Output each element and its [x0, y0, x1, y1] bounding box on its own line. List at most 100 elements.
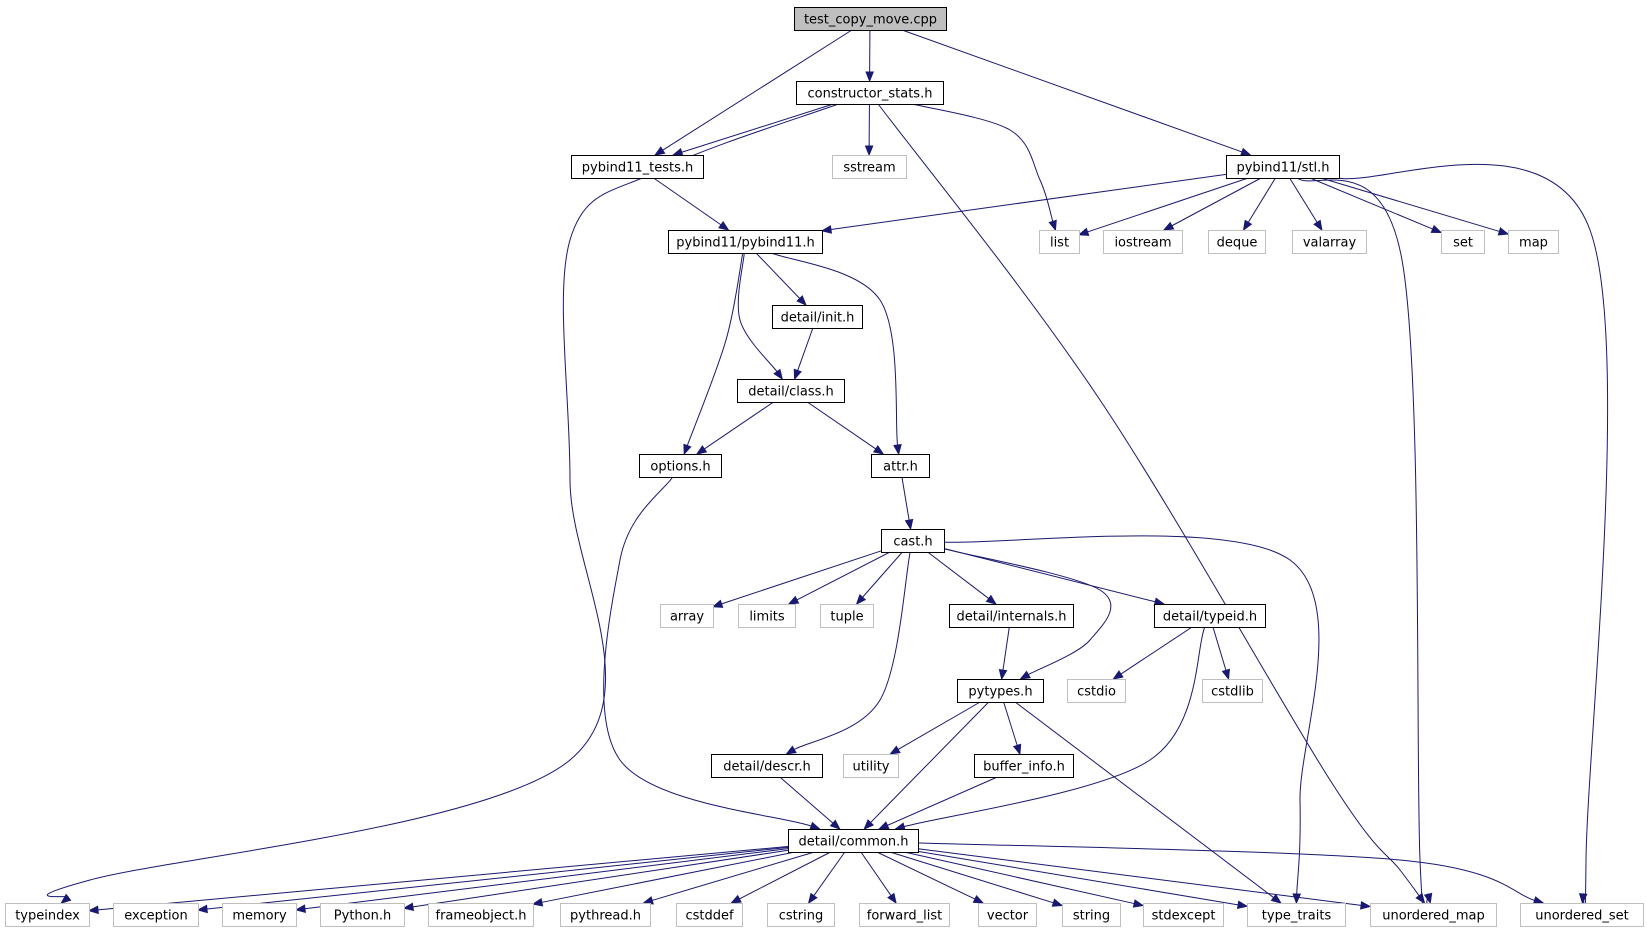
- edge-test-copy-move-to-pybind11-tests: [653, 29, 853, 156]
- edge-cast-to-type-traits: [943, 535, 1320, 905]
- arrowhead: [718, 221, 730, 231]
- node-label: pybind11/stl.h: [1236, 161, 1329, 176]
- node-cast-h[interactable]: cast.h: [881, 529, 945, 553]
- edge-pytypes-to-utility: [889, 701, 981, 755]
- edge-line: [813, 851, 846, 896]
- edge-line: [739, 851, 831, 900]
- edge-line: [1247, 177, 1276, 223]
- node-label: pybind11/pybind11.h: [676, 236, 814, 251]
- edge-line: [686, 252, 744, 446]
- node-label: attr.h: [883, 460, 918, 475]
- node-valarray: valarray: [1292, 230, 1367, 254]
- edge-common-to-frameobject: [531, 851, 796, 907]
- edge-line: [779, 776, 834, 824]
- node-label: exception: [124, 909, 188, 924]
- node-frameobject-h: frameobject.h: [428, 903, 534, 927]
- node-detail-class-h[interactable]: detail/class.h: [737, 379, 845, 403]
- edge-line: [917, 848, 1362, 906]
- node-label: memory: [232, 909, 287, 924]
- edge-pybind11-to-attr: [771, 252, 902, 456]
- node-box: [738, 604, 796, 628]
- node-label: utility: [853, 760, 890, 775]
- node-buffer-info-h[interactable]: buffer_info.h: [974, 754, 1074, 778]
- node-label: valarray: [1303, 236, 1357, 251]
- node-detail-init-h[interactable]: detail/init.h: [772, 305, 863, 329]
- arrowhead: [1077, 227, 1090, 236]
- edge-line: [662, 29, 853, 151]
- edge-cast-to-limits: [787, 551, 891, 605]
- arrowhead: [793, 368, 802, 381]
- edge-line: [1320, 177, 1500, 232]
- edge-pybind11-to-class: [737, 252, 784, 381]
- node-label: cstdlib: [1211, 685, 1254, 700]
- node-label: detail/typeid.h: [1163, 610, 1257, 625]
- edge-line: [737, 252, 778, 372]
- node-test-copy-move-cpp[interactable]: test_copy_move.cpp: [794, 7, 947, 31]
- node-map: map: [1508, 230, 1559, 254]
- edge-line: [1289, 177, 1318, 223]
- node-label: set: [1453, 236, 1473, 251]
- edge-pytypes-to-common: [863, 701, 990, 830]
- node-pybind11-stl-h[interactable]: pybind11/stl.h: [1226, 155, 1340, 179]
- node-box: [5, 903, 90, 927]
- node-stdexcept: stdexcept: [1143, 903, 1224, 927]
- node-box: [1208, 230, 1266, 254]
- node-label: Python.h: [334, 909, 391, 924]
- node-array: array: [660, 604, 714, 628]
- node-detail-common-h[interactable]: detail/common.h: [788, 829, 919, 853]
- edge-common-to-typeindex: [87, 845, 789, 915]
- edge-buffer-info-to-common: [877, 776, 998, 830]
- node-box: [772, 305, 863, 329]
- arrowhead: [1242, 219, 1253, 232]
- node-box: [767, 903, 835, 927]
- node-options-h[interactable]: options.h: [639, 454, 722, 478]
- node-set: set: [1441, 230, 1485, 254]
- arrowhead: [787, 595, 800, 605]
- arrowhead: [809, 821, 821, 830]
- arrowhead: [1162, 221, 1175, 231]
- edge-line: [889, 851, 1054, 904]
- node-label: detail/class.h: [748, 385, 834, 400]
- arrowhead: [1415, 892, 1426, 905]
- edge-constructor-stats-to-pybind11-tests: [671, 103, 834, 157]
- edge-stl-to-iostream: [1162, 177, 1262, 231]
- edge-line: [943, 535, 1320, 895]
- edge-typeid-to-cstdlib: [1212, 626, 1230, 681]
- node-constructor-stats-h[interactable]: constructor_stats.h: [796, 81, 944, 105]
- edge-cast-to-tuple: [855, 551, 903, 606]
- edge-typeid-to-common: [894, 626, 1206, 831]
- edge-line: [681, 103, 834, 153]
- node-box: [1508, 230, 1559, 254]
- node-detail-internals-h[interactable]: detail/internals.h: [949, 604, 1074, 628]
- node-pytypes-h[interactable]: pytypes.h: [957, 679, 1044, 703]
- arrowhead: [730, 894, 742, 904]
- node-label: test_copy_move.cpp: [804, 13, 937, 28]
- edge-line: [807, 401, 877, 450]
- node-attr-h[interactable]: attr.h: [871, 454, 930, 478]
- arrowhead: [1221, 668, 1230, 681]
- arrowhead: [1236, 900, 1249, 910]
- edge-common-to-python-h: [402, 849, 789, 912]
- node-pybind11-tests-h[interactable]: pybind11_tests.h: [571, 155, 704, 179]
- node-label: detail/internals.h: [957, 610, 1067, 625]
- arrowhead: [683, 443, 692, 456]
- node-label: tuple: [830, 610, 863, 625]
- node-cstdlib: cstdlib: [1202, 679, 1263, 703]
- node-sstream: sstream: [832, 155, 907, 179]
- node-pybind11-pybind11-h[interactable]: pybind11/pybind11.h: [668, 230, 823, 254]
- edge-line: [1002, 626, 1010, 671]
- edge-init-to-class: [793, 327, 814, 381]
- edge-line: [943, 548, 1112, 676]
- edge-line: [904, 851, 1135, 905]
- node-box: [1143, 903, 1224, 927]
- arrowhead: [1532, 896, 1545, 905]
- node-label: unordered_set: [1535, 909, 1628, 924]
- edge-line: [860, 851, 892, 896]
- node-box: [1062, 903, 1121, 927]
- node-detail-descr-h[interactable]: detail/descr.h: [711, 754, 823, 778]
- edge-line: [917, 850, 1239, 906]
- edge-descr-to-common: [779, 776, 841, 830]
- arrowhead: [1497, 227, 1510, 236]
- node-detail-typeid-h[interactable]: detail/typeid.h: [1154, 604, 1266, 628]
